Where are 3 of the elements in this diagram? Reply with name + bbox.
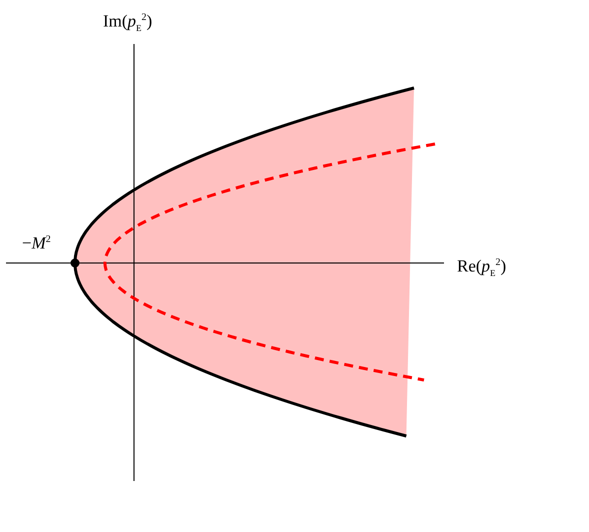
axis-label: Re(p$_{E}$$^{2}$)	[457, 256, 506, 280]
axis-label: Im(p$_{E}$$^{2}$)	[103, 10, 152, 36]
point-label: −M$^{2}$	[22, 232, 51, 254]
